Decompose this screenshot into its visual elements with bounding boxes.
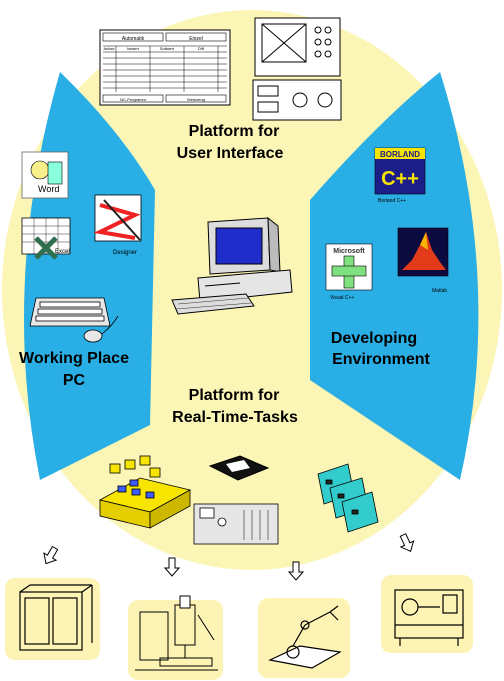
matlab-caption: Matlab <box>432 288 447 294</box>
arrow-down-icon-1 <box>163 557 181 577</box>
matlab-icon <box>397 227 449 277</box>
ui-table-footer-2: Werkzeug <box>187 97 205 102</box>
ui-table-col-1: Achse <box>103 46 115 51</box>
arrow-down-left-icon <box>43 545 59 565</box>
ui-table-col-3: Sollwert <box>160 46 175 51</box>
designer-caption: Designer <box>113 250 137 256</box>
microsoft-logo-text: Microsoft <box>333 248 365 255</box>
dev-environment-title-line1: Developing <box>331 330 417 347</box>
working-place-title-line2: PC <box>63 372 86 389</box>
designer-icon <box>93 194 142 242</box>
chip-icon <box>208 455 270 481</box>
borland-cpp-icon: BORLAND C++ <box>374 147 426 195</box>
ui-table-col-2: Istwert <box>127 46 140 51</box>
ui-table-screen-icon <box>99 29 231 106</box>
milling-machine-icon <box>135 595 218 671</box>
dev-environment-title-line2: Environment <box>332 351 430 368</box>
robot-panel <box>258 598 350 678</box>
robot-arm-icon <box>268 605 342 669</box>
ui-platform-title-line2: User Interface <box>177 145 284 162</box>
ui-table-footer-1: NC-Programm <box>120 97 146 102</box>
lathe-icon <box>394 589 464 646</box>
ui-table-header-2: Einzel <box>189 36 203 42</box>
pci-cards-icon <box>317 463 379 533</box>
arrow-down-right-icon <box>399 533 415 553</box>
visual-cpp-icon: Microsoft <box>325 243 373 291</box>
machining-center-icon <box>19 584 93 651</box>
word-caption: Word <box>38 184 59 194</box>
pc-computer-icon <box>171 216 293 315</box>
cnc-control-panel-icon <box>252 17 342 121</box>
milling-machine-panel <box>128 595 223 680</box>
rt-platform-title-line1: Platform for <box>189 387 280 404</box>
ui-table-header-1: Automatik <box>122 36 145 42</box>
borland-cpp-text: C++ <box>381 168 419 190</box>
working-place-title-line1: Working Place <box>19 350 129 367</box>
word-icon <box>21 151 69 199</box>
industrial-pc-icon <box>193 503 279 545</box>
machining-center-panel <box>5 578 100 660</box>
ui-table-col-4: Diff <box>198 46 205 51</box>
excel-icon <box>21 217 71 260</box>
visual-caption: Visual C++ <box>330 295 354 301</box>
keyboard-mouse-icon <box>29 297 119 343</box>
borland-caption: Borland C++ <box>378 198 406 204</box>
ui-platform-title-line1: Platform for <box>189 123 280 140</box>
right-blue-region <box>310 72 479 480</box>
io-board-icon <box>98 455 192 529</box>
excel-caption: Excel <box>55 249 70 255</box>
arrow-down-icon-2 <box>287 561 305 581</box>
lathe-panel <box>381 575 473 653</box>
borland-logo-text: BORLAND <box>380 150 420 159</box>
rt-platform-title-line2: Real-Time-Tasks <box>172 409 298 426</box>
arrows <box>43 533 415 581</box>
